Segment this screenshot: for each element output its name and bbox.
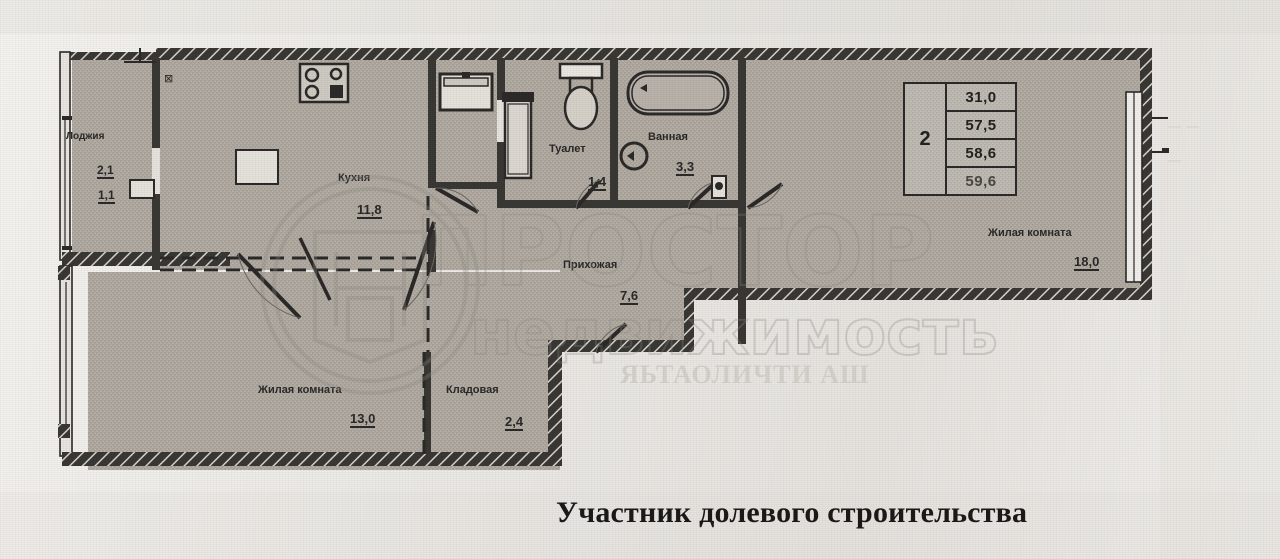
room-label-living-room-right: Жилая комната: [988, 227, 1072, 239]
room-area-hall: 7,6: [620, 288, 639, 305]
wall-right-lower: [548, 352, 562, 466]
bathtub-fixture: [626, 70, 730, 116]
wall-bottom-right-room: [684, 288, 1152, 300]
bleed-text-right-2: —: [1168, 152, 1182, 167]
wall-loggia-bottom: [62, 252, 230, 266]
wall-step-vertical: [684, 288, 694, 352]
room-area-loggia-2: 1,1: [98, 188, 115, 204]
stove-4-burner-fixture: [298, 62, 350, 104]
wall-symbols: ⊠: [129, 72, 279, 199]
svg-text:⊠: ⊠: [164, 72, 173, 85]
room-label-living-room-lower: Жилая комната: [258, 384, 342, 396]
area-value-1: 31,0: [947, 84, 1015, 112]
room-label-storage: Кладовая: [446, 384, 499, 396]
bleed-text-mid: ЯЬТАОЛИЧТИ АШ: [620, 360, 870, 389]
wall-left-lower-bottom-stub: [58, 424, 70, 438]
wall-bottom-lower: [62, 452, 562, 466]
room-area-storage: 2,4: [505, 414, 524, 431]
wall-top-main: [156, 48, 1152, 60]
rooms-count-cell: 2: [905, 84, 947, 194]
windows: [62, 91, 1143, 424]
area-summary-table: 2 31,0 57,5 58,6 59,6: [903, 82, 1017, 196]
page-caption: Участник долевого строительства: [556, 496, 1028, 529]
bleed-text-right-1: — —: [1168, 118, 1201, 133]
room-area-bathroom: 3,3: [676, 159, 695, 176]
kitchen-sink-fixture: [438, 72, 494, 112]
toilet-fixture: [558, 62, 604, 131]
water-riser-fixture: [711, 175, 727, 199]
boiler-fixture: [502, 92, 534, 180]
wall-hall-lower-divider: [548, 340, 694, 352]
area-value-3: 58,6: [947, 140, 1015, 168]
dashed-projection-lines: [160, 196, 430, 454]
room-area-living-room-right: 18,0: [1074, 254, 1100, 271]
room-label-kitchen: Кухня: [338, 172, 371, 184]
floor-fill-loggia: [72, 58, 160, 254]
washbasin-fixture: [619, 141, 649, 171]
room-area-living-room-lower: 13,0: [350, 411, 376, 428]
room-area-toilet: 1,4: [588, 174, 607, 191]
area-value-2: 57,5: [947, 112, 1015, 140]
room-label-bathroom: Ванная: [648, 131, 688, 143]
wall-loggia-top: [68, 52, 164, 60]
interior-partitions: [152, 58, 746, 454]
wall-left-lower-top-stub: [58, 266, 70, 280]
doors: [152, 100, 784, 354]
room-area-loggia-1: 2,1: [97, 163, 114, 179]
area-value-4: 59,6: [965, 172, 997, 190]
room-label-loggia: Лоджия: [66, 131, 105, 142]
wall-right: [1140, 48, 1152, 298]
room-area-kitchen: 11,8: [357, 202, 382, 219]
room-label-hall: Прихожая: [563, 259, 618, 271]
dimension-ticks: [124, 48, 1169, 153]
floor-fill-lower: [88, 272, 560, 470]
room-label-toilet: Туалет: [549, 143, 586, 155]
